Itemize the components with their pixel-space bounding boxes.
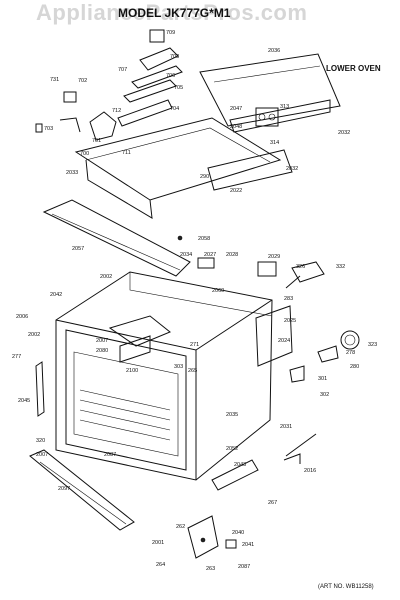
part-label: 303 (174, 364, 183, 370)
part-label: 705 (174, 85, 183, 91)
part-label: 283 (284, 296, 293, 302)
part-label: 2033 (66, 170, 78, 176)
part-label: 2087 (238, 564, 250, 570)
control-switch-parts (35, 91, 117, 141)
part-label: 2034 (180, 252, 192, 258)
part-label: 709 (166, 30, 175, 36)
part-label: 2032 (338, 130, 350, 136)
front-trim-strip (42, 199, 191, 277)
top-bracket-assembly (117, 29, 183, 127)
part-label: 263 (206, 566, 215, 572)
part-label: 2042 (50, 292, 62, 298)
rear-bracket (229, 99, 331, 133)
part-label: 702 (78, 78, 87, 84)
part-label: 267 (268, 500, 277, 506)
part-label: 712 (112, 108, 121, 114)
section-label: LOWER OVEN (326, 64, 381, 73)
part-label: 2007 (96, 338, 108, 344)
part-label: 2043 (234, 462, 246, 468)
part-label: 302 (320, 392, 329, 398)
part-label: 706 (166, 73, 175, 79)
part-label: 701 (92, 138, 101, 144)
part-label: 2022 (230, 188, 242, 194)
part-label: 704 (170, 106, 179, 112)
part-number-labels: 709 707 708 706 705 704 702 731 712 701 … (12, 30, 377, 572)
watermark: AppliancePartsPros.com (36, 0, 308, 25)
part-label: 731 (50, 77, 59, 83)
part-label: 700 (80, 151, 89, 157)
rear-vent-duct (207, 149, 293, 191)
part-label: 2057 (72, 246, 84, 252)
support-rod (285, 433, 317, 457)
part-label: 326 (296, 264, 305, 270)
part-label: 2002 (28, 332, 40, 338)
part-label: 2032 (286, 166, 298, 172)
part-label: 265 (188, 368, 197, 374)
part-label: 323 (368, 342, 377, 348)
part-label: 2040 (232, 530, 244, 536)
part-label: 301 (318, 376, 327, 382)
terminal-block-parts (197, 257, 325, 289)
oven-light-assembly (289, 330, 360, 383)
part-label: 703 (44, 126, 53, 132)
part-label: 711 (122, 150, 131, 156)
part-label: 2024 (278, 338, 290, 344)
part-label: 313 (280, 104, 289, 110)
part-label: 2052 (226, 446, 238, 452)
part-label: 277 (12, 354, 21, 360)
part-label: 2045 (18, 398, 30, 404)
part-label: 2031 (280, 424, 292, 430)
part-label: 2006 (16, 314, 28, 320)
part-label: 2080 (96, 348, 108, 354)
part-label: 278 (346, 350, 355, 356)
part-label: 264 (156, 562, 165, 568)
part-label: 2087 (104, 452, 116, 458)
part-label: 2048 (230, 124, 242, 130)
part-label: 2025 (284, 318, 296, 324)
part-label: 2001 (152, 540, 164, 546)
part-label: 2036 (268, 48, 280, 54)
part-label: 2047 (230, 106, 242, 112)
thermostat-assembly (255, 107, 279, 127)
part-label: 2016 (304, 468, 316, 474)
part-label: 314 (270, 140, 279, 146)
part-label: 708 (170, 54, 179, 60)
model-title: MODEL JK777G*M1 (118, 6, 231, 20)
part-label: 262 (176, 524, 185, 530)
part-label: 332 (336, 264, 345, 270)
part-label: 2007 (36, 452, 48, 458)
left-side-rail (35, 361, 45, 417)
part-label: 2100 (126, 368, 138, 374)
part-label: 2041 (242, 542, 254, 548)
oven-top-cover (74, 117, 282, 201)
part-label: 2002 (100, 274, 112, 280)
bottom-trim-strip (29, 449, 135, 531)
rear-top-panel (199, 53, 341, 127)
part-label: 280 (350, 364, 359, 370)
part-label: 2058 (198, 236, 210, 242)
part-label: 271 (190, 342, 199, 348)
part-label: 320 (36, 438, 45, 444)
heating-element (108, 315, 171, 347)
part-label: 2060 (212, 288, 224, 294)
part-label: 707 (118, 67, 127, 73)
part-label: 290 (200, 174, 209, 180)
part-label: 2027 (204, 252, 216, 258)
part-label: 2029 (268, 254, 280, 260)
part-label: 2035 (226, 412, 238, 418)
part-label: 2097 (58, 486, 70, 492)
part-label: 2028 (226, 252, 238, 258)
door-latch-parts (187, 453, 301, 559)
art-number: (ART NO. WB11258) (318, 584, 374, 590)
oven-cavity-frame (55, 271, 273, 481)
right-side-panel (255, 305, 293, 367)
